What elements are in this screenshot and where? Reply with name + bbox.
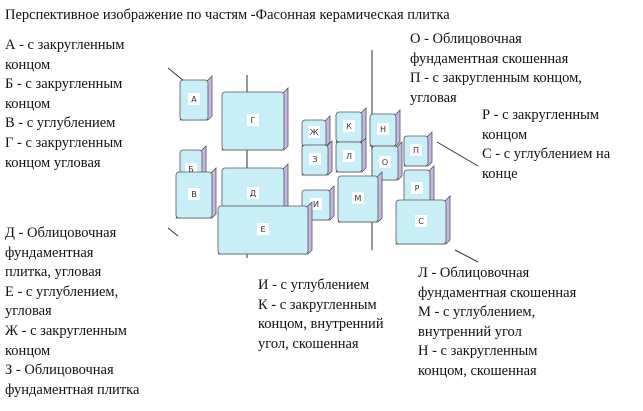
tile-3: Ж [301, 115, 331, 147]
diagram-title: Перспективное изображение по частям -Фас… [5, 7, 450, 23]
legend-line: В - с углублением [5, 115, 116, 132]
legend-block-a-g: А - с закругленным концом Б - с закругле… [5, 36, 124, 173]
legend-block-d-z: Д - Облицовочная фундаментная плитка, уг… [5, 224, 139, 400]
legend-line: концом [5, 342, 51, 359]
tile-17: С [394, 195, 451, 245]
tile-label: Е [260, 225, 265, 234]
legend-line: К - с закругленным [258, 296, 377, 313]
tile-label-bg [308, 126, 320, 138]
tile-12: Р [403, 165, 435, 209]
tile-label-bg [257, 223, 269, 235]
tile-16: Е [217, 201, 313, 255]
legend-line: угол, скошенная [258, 335, 359, 352]
tile-label: И [313, 200, 319, 209]
tile-label: Л [346, 152, 352, 161]
legend-line: О - Облицовочная [410, 31, 522, 47]
tile-label-bg [310, 198, 322, 210]
tile-10: Л [335, 137, 367, 173]
tile-11: О [371, 141, 403, 181]
tile-label-bg [309, 153, 321, 165]
legend-line: конце [482, 165, 518, 182]
legend-line: Е - с углублением, [5, 283, 119, 300]
legend-line: концом, внутренний [258, 316, 384, 333]
tile-1: А [179, 75, 213, 121]
tile-label: Ж [310, 128, 319, 137]
tile-label: Р [415, 184, 420, 193]
tile-label-bg [247, 114, 259, 126]
legend-line: З - Облицовочная [5, 362, 114, 379]
tile-label-bg [247, 187, 259, 199]
legend-line: концом угловая [5, 154, 101, 171]
tile-label-bg [188, 188, 200, 200]
tile-9: З [301, 140, 333, 176]
legend-line: П - с закругленным концом, [410, 70, 582, 87]
tile-label: А [191, 95, 197, 104]
tile-4: К [335, 107, 367, 143]
tile-label: Н [380, 125, 386, 134]
tile-label-bg [415, 215, 427, 227]
legend-line: фундаментная плитка [5, 381, 140, 398]
legend-line: А - с закругленным [5, 37, 125, 53]
legend-line: угловая [5, 303, 52, 320]
tile-label-bg [352, 192, 364, 204]
tile-label-bg [411, 182, 423, 194]
legend-line: концом [5, 56, 51, 73]
legend-line: угловая [410, 89, 457, 106]
leader-line-r [436, 141, 479, 167]
tile-label: Д [250, 189, 256, 198]
tile-label: Б [188, 165, 194, 174]
legend-line: Л - Облицовочная [418, 265, 530, 281]
tile-label: М [355, 194, 362, 203]
legend-line: плитка, угловая [5, 264, 102, 281]
legend-line: фундаментная скошенная [410, 50, 569, 67]
legend-line: Д - Облицовочная [5, 225, 117, 241]
tile-label: К [346, 122, 352, 131]
legend-line: И - с углублением [258, 277, 370, 293]
tile-label: С [418, 217, 424, 226]
tile-label-bg [343, 150, 355, 162]
legend-line: С - с углублением на [482, 146, 611, 163]
legend-line: Ж - с закругленным [5, 322, 127, 339]
legend-line: концом, скошенная [418, 362, 537, 379]
leader-line-l [454, 249, 479, 263]
tile-label-bg [343, 120, 355, 132]
tile-15: М [337, 171, 383, 223]
legend-line: фундаментная [5, 244, 94, 261]
legend-line: М - с углублением, [418, 304, 536, 321]
legend-line: концом [482, 126, 528, 143]
legend-block-r-s: Р - с закругленным концом С - с углублен… [482, 106, 610, 184]
tile-2: Г [220, 87, 289, 151]
tile-label: В [191, 190, 197, 199]
tile-5: Н [369, 109, 401, 147]
leader-line-v [167, 227, 179, 237]
tile-label: З [312, 155, 317, 164]
legend-line: Г - с закругленным [5, 134, 123, 151]
tile-6: П [403, 131, 433, 167]
legend-block-o-p: О - Облицовочная фундаментная скошенная … [410, 30, 582, 108]
tile-label-bg [377, 123, 389, 135]
legend-line: Б - с закругленным [5, 76, 123, 93]
tile-label: О [382, 158, 388, 167]
legend-line: Р - с закругленным [482, 107, 600, 123]
legend-line: концом [5, 95, 51, 112]
legend-line: Н - с закругленным [418, 343, 538, 360]
legend-block-l-n: Л - Облицовочная фундаментная скошенная … [418, 264, 576, 382]
tile-13: В [175, 167, 217, 219]
legend-line: фундаментная скошенная [418, 284, 577, 301]
tile-label-bg [188, 93, 200, 105]
tile-label: Г [251, 116, 256, 125]
legend-line: внутренний угол [418, 323, 522, 340]
tile-label: П [413, 146, 419, 155]
tile-label-bg [379, 156, 391, 168]
tile-label-bg [410, 144, 422, 156]
legend-block-i-k: И - с углублением К - с закругленным кон… [258, 276, 384, 354]
